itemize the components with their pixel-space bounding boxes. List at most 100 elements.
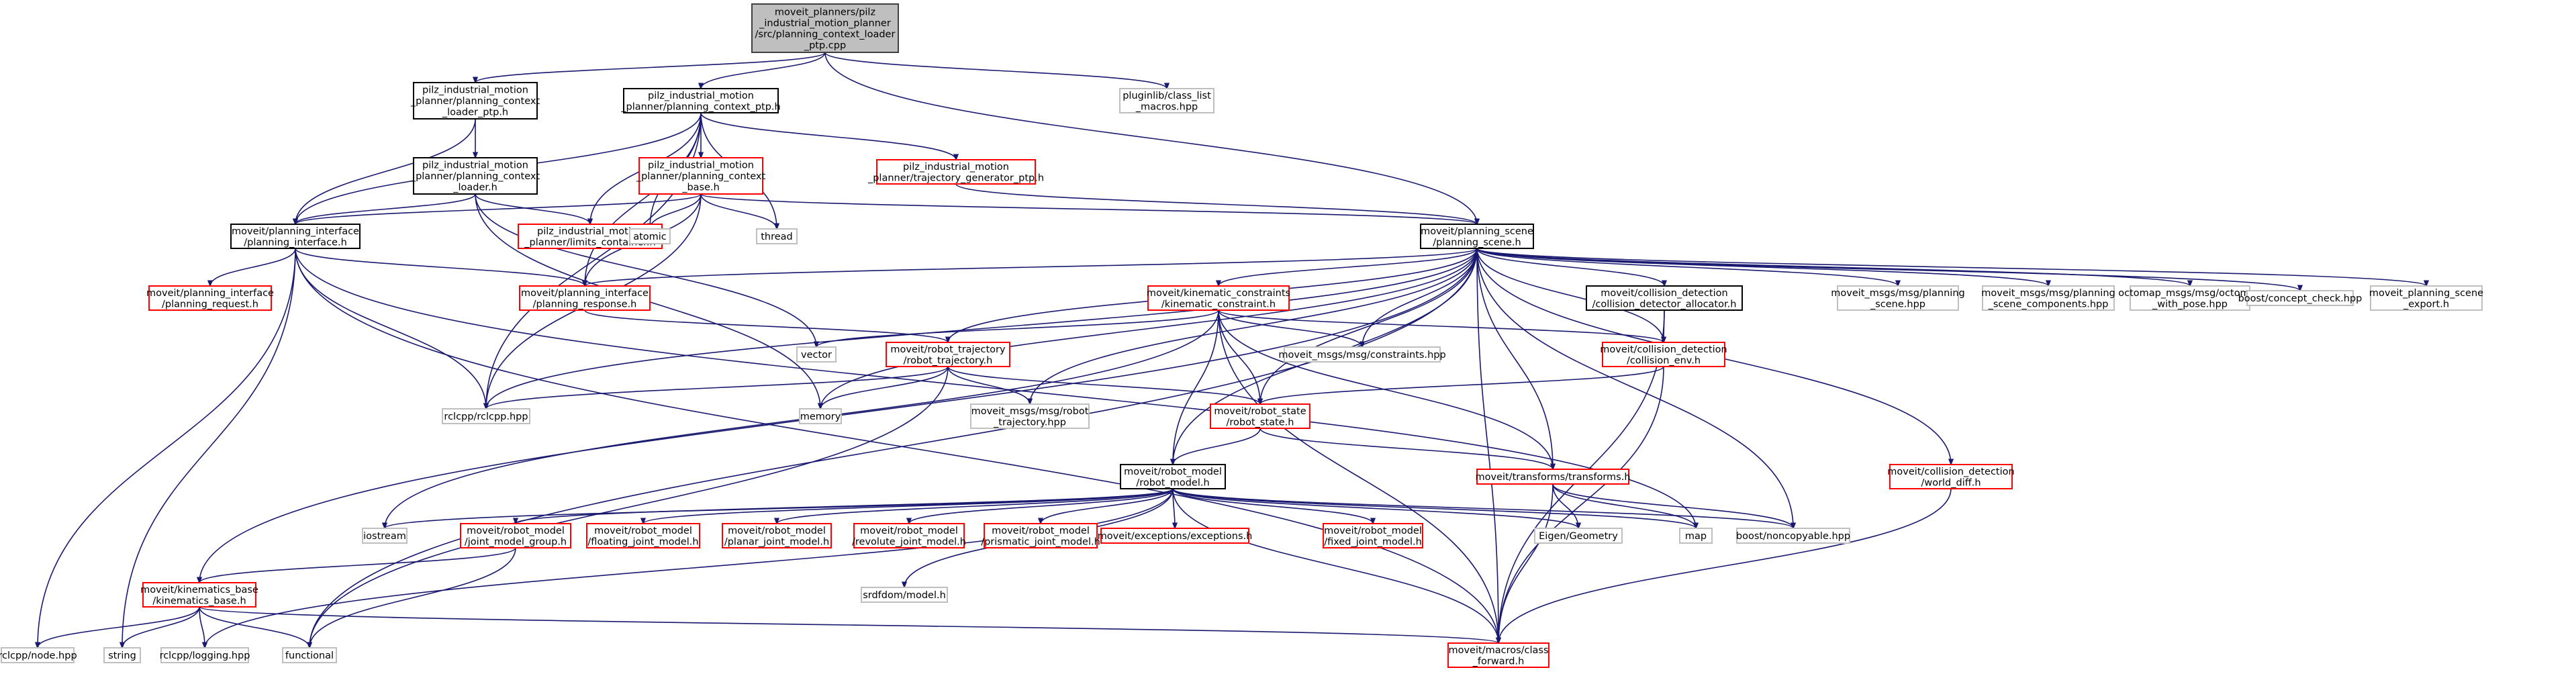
node-atomic: atomic [629, 228, 671, 244]
node-box [1736, 528, 1850, 544]
node-label-line: _base.h [681, 183, 720, 193]
node-robot_trajectory_h[interactable]: moveit/robot_trajectory/robot_trajectory… [886, 342, 1010, 367]
node-planning_scene_h[interactable]: moveit/planning_scene/planning_scene.h [1420, 224, 1534, 249]
nodes-layer: moveit_planners/pilz_industrial_motion_p… [0, 3, 2483, 668]
node-label-line: /planning_scene.h [1433, 237, 1521, 248]
node-msg_ps_components: moveit_msgs/msg/planning_scene_component… [1981, 285, 2115, 311]
node-box [796, 346, 837, 363]
node-planar_joint_model_h[interactable]: moveit/robot_model/planar_joint_model.h [722, 523, 832, 548]
node-label-line: _forward.h [1472, 656, 1525, 667]
node-revolute_joint_model_h[interactable]: moveit/robot_model/revolute_joint_model.… [852, 523, 966, 548]
node-box [142, 582, 256, 608]
node-robot_model_h[interactable]: moveit/robot_model/robot_model.h [1120, 464, 1226, 489]
node-label-line: rclcpp/logging.hpp [160, 651, 250, 661]
edge-planning_scene_h-to-msg_robot_trajectory [1030, 248, 1478, 404]
node-context_ptp_h[interactable]: pilz_industrial_motion_planner/planning_… [620, 88, 781, 113]
node-label-line: moveit/robot_model [467, 526, 565, 536]
node-label-line: moveit/robot_model [1324, 526, 1422, 536]
node-exceptions_h[interactable]: moveit/exceptions/exceptions.h [1098, 528, 1253, 544]
node-planning_response_h[interactable]: moveit/planning_interface/planning_respo… [519, 285, 651, 311]
edge-robot_trajectory_h-to-robot_state_h [947, 366, 1260, 404]
edge-root-to-context_ptp_h [701, 52, 826, 89]
edge-planning_interface_h-to-planning_response_h [295, 248, 585, 286]
node-traj_gen_ptp_h[interactable]: pilz_industrial_motion_planner/trajector… [867, 159, 1044, 185]
node-label-line: moveit_planners/pilz [775, 7, 875, 17]
edge-root-to-planning_scene_h [824, 52, 1477, 224]
node-world_diff_h[interactable]: moveit/collision_detection/world_diff.h [1887, 464, 2015, 489]
node-label-line: _scene.hpp [1870, 299, 1925, 309]
edge-root-to-loader_ptp_h [475, 52, 826, 83]
node-label-line: memory [800, 412, 841, 422]
edge-robot_model_h-to-fixed_joint_model_h [1172, 488, 1373, 524]
edge-robot_state_h-to-robot_model_h [1173, 428, 1261, 465]
edge-context_ptp_h-to-planning_response_h [585, 112, 702, 286]
node-class_forward_h[interactable]: moveit/macros/class_forward.h [1447, 642, 1549, 668]
node-box [1534, 528, 1623, 544]
node-collision_env_h[interactable]: moveit/collision_detection/collision_env… [1600, 342, 1727, 367]
node-label-line: /floating_joint_model.h [587, 536, 698, 547]
edge-planning_scene_h-to-kinematic_constraint_h [1219, 248, 1478, 286]
edge-context_ptp_h-to-traj_gen_ptp_h [700, 112, 956, 160]
node-label-line: moveit_planning_scene [2369, 288, 2483, 299]
edge-context_base_h-to-planning_interface_h [295, 193, 702, 225]
node-srdfdom_model: srdfdom/model.h [861, 587, 948, 603]
edge-context_base_h-to-thread [700, 193, 777, 229]
node-prismatic_joint_model_h[interactable]: moveit/robot_model/prismatic_joint_model… [981, 523, 1100, 548]
node-label-line: moveit_msgs/msg/constraints.hpp [1278, 350, 1445, 360]
node-box [751, 3, 899, 53]
node-box [1147, 285, 1290, 311]
node-label-line: _planner/trajectory_generator_ptp.h [867, 173, 1044, 183]
edge-planning_scene_h-to-rclcpp_hpp [486, 248, 1478, 409]
node-label-line: moveit/robot_model [1124, 467, 1222, 477]
node-joint_model_group_h[interactable]: moveit/robot_model/joint_model_group.h [460, 523, 571, 548]
edge-kinematic_constraint_h-to-robot_state_h [1218, 309, 1260, 404]
edge-robot_model_h-to-noncopyable [1172, 488, 1793, 529]
node-label-line: /planning_request.h [162, 299, 258, 309]
edge-robot_model_h-to-planar_joint_model_h [777, 488, 1174, 524]
edge-robot_model_h-to-class_forward_h [1172, 488, 1498, 643]
node-context_base_h[interactable]: pilz_industrial_motion_planner/planning_… [636, 157, 766, 195]
node-box [362, 528, 408, 544]
node-box [2370, 285, 2483, 311]
node-label-line: /collision_env.h [1627, 355, 1701, 366]
node-ps_export: moveit_planning_scene_export.h [2369, 285, 2483, 311]
node-label-line: _ptp.cpp [804, 40, 846, 51]
node-label-line: moveit_msgs/msg/robot [971, 406, 1089, 417]
node-loader_ptp_h[interactable]: pilz_industrial_motion_planner/planning_… [410, 82, 540, 119]
node-label-line: moveit/planning_interface [232, 226, 359, 237]
node-class_list_macros: pluginlib/class_list_macros.hpp [1119, 88, 1214, 113]
node-root[interactable]: moveit_planners/pilz_industrial_motion_p… [751, 3, 899, 53]
node-string: string [103, 647, 141, 663]
node-robot_state_h[interactable]: moveit/robot_state/robot_state.h [1210, 403, 1310, 429]
edge-planning_scene_h-to-noncopyable [1476, 248, 1793, 528]
node-label-line: _export.h [2403, 299, 2449, 309]
node-box [519, 285, 651, 311]
edge-context_base_h-to-planning_scene_h [700, 193, 1477, 225]
node-box [756, 228, 798, 244]
node-box [1210, 403, 1310, 429]
edge-kinematics_base_h-to-rclcpp_node [38, 606, 200, 648]
node-kinematic_constraint_h[interactable]: moveit/kinematic_constraints/kinematic_c… [1147, 285, 1290, 311]
node-planning_interface_h[interactable]: moveit/planning_interface/planning_inter… [230, 224, 361, 249]
edge-transforms_h-to-class_forward_h [1498, 483, 1554, 643]
node-loader_h[interactable]: pilz_industrial_motion_planner/planning_… [410, 157, 540, 195]
node-label-line: /planar_joint_model.h [724, 536, 829, 547]
node-msg_constraints: moveit_msgs/msg/constraints.hpp [1278, 346, 1446, 363]
node-label-line: _planner/planning_context [410, 96, 540, 107]
node-cd_allocator_h[interactable]: moveit/collision_detection/collision_det… [1586, 285, 1743, 311]
node-label-line: moveit/planning_scene [1421, 226, 1533, 237]
node-fixed_joint_model_h[interactable]: moveit/robot_model/fixed_joint_model.h [1323, 523, 1423, 548]
edge-planning_interface_h-to-string [122, 248, 296, 648]
edge-robot_model_h-to-iostream [385, 488, 1174, 529]
node-box [103, 647, 141, 663]
node-transforms_h[interactable]: moveit/transforms/transforms.h [1475, 469, 1631, 485]
edge-planning_scene_h-to-msg_planning_scene [1476, 248, 1898, 287]
node-kinematics_base_h[interactable]: moveit/kinematics_base/kinematics_base.h [140, 582, 258, 608]
edge-transforms_h-to-noncopyable [1552, 483, 1793, 528]
node-label-line: moveit/robot_model [992, 526, 1090, 536]
edge-robot_model_h-to-map [1172, 488, 1696, 529]
node-label-line: pilz_industrial_motion [537, 226, 643, 237]
node-box [1476, 469, 1629, 485]
node-floating_joint_model_h[interactable]: moveit/robot_model/floating_joint_model.… [586, 523, 700, 548]
node-planning_request_h[interactable]: moveit/planning_interface/planning_reque… [146, 285, 274, 311]
